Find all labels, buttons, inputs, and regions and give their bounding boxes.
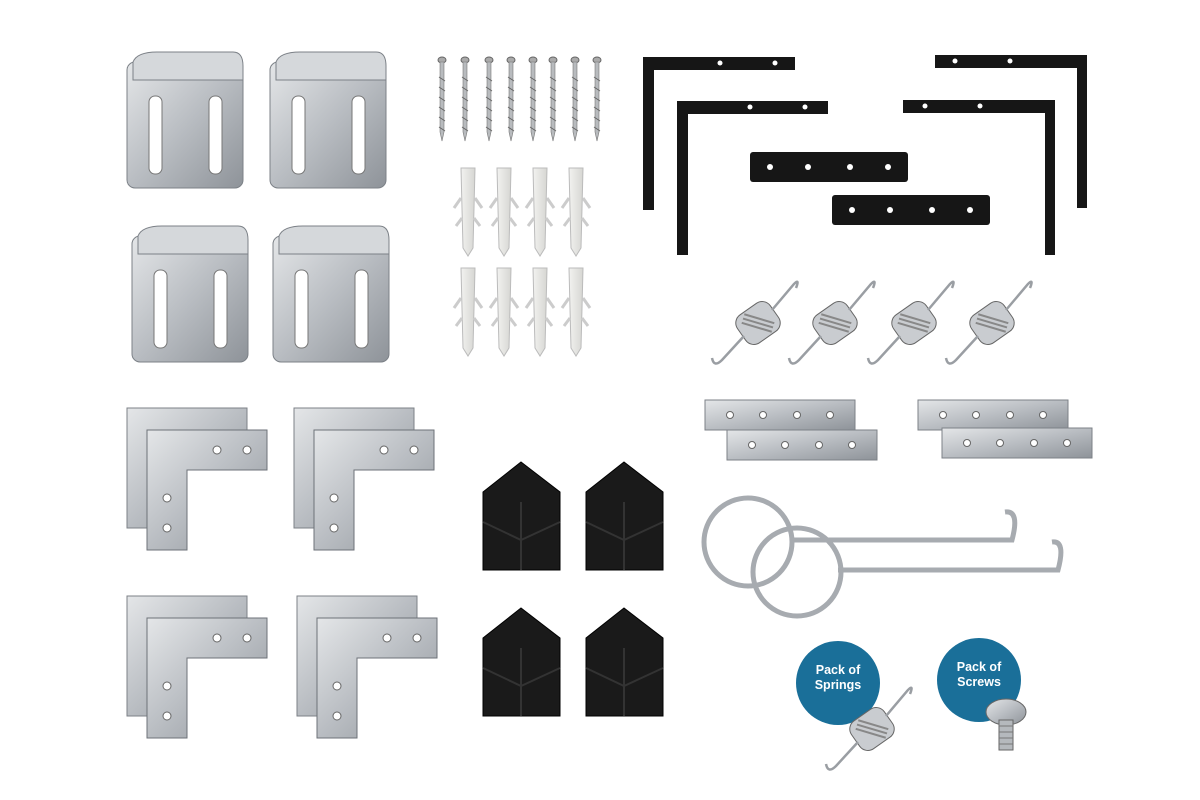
end-cap (482, 461, 561, 571)
badge-line: Pack of (956, 660, 1002, 674)
extension-spring (787, 280, 876, 365)
corner-brackets (126, 407, 438, 739)
wood-screw (528, 56, 538, 142)
wall-plug (524, 266, 556, 358)
wood-screw (437, 56, 447, 142)
slotted-clip-bracket (272, 225, 390, 363)
slotted-clip-bracket (126, 51, 244, 189)
end-cap (585, 461, 664, 571)
end-cap (482, 607, 561, 717)
slotted-clip-brackets (126, 51, 390, 363)
silver-flat-plate (917, 399, 1069, 431)
extension-springs (710, 280, 1033, 365)
black-angle-brackets (643, 55, 1087, 255)
extension-spring (866, 280, 955, 365)
wood-screw (592, 56, 602, 142)
badge-line: Screws (957, 675, 1001, 689)
wood-screws (437, 56, 602, 142)
badge-line: Pack of (815, 663, 861, 677)
pack-of-springs-badge: Pack of Springs (796, 641, 880, 725)
silver-flat-plate (726, 429, 878, 461)
wood-screw (548, 56, 558, 142)
silver-flat-plate (941, 427, 1093, 459)
wall-plug (524, 166, 556, 258)
wall-plug (452, 266, 484, 358)
wall-plug (488, 266, 520, 358)
wood-screw (484, 56, 494, 142)
slotted-clip-bracket (131, 225, 249, 363)
slotted-clip-bracket (269, 51, 387, 189)
extension-spring (944, 280, 1033, 365)
wall-plug (560, 166, 592, 258)
corner-bracket (293, 407, 435, 551)
silver-flat-plates (704, 399, 1093, 461)
wall-plug (560, 266, 592, 358)
pack-of-screws-badge: Pack of Screws (937, 638, 1021, 722)
wood-screw (506, 56, 516, 142)
black-flat-plates (750, 152, 990, 225)
wall-plug (488, 166, 520, 258)
wall-plugs (452, 166, 592, 358)
wood-screw (570, 56, 580, 142)
black-end-caps (482, 461, 664, 717)
corner-bracket (126, 595, 268, 739)
corner-bracket (296, 595, 438, 739)
extension-spring (710, 280, 799, 365)
wall-plug (452, 166, 484, 258)
wood-screw (460, 56, 470, 142)
ring-pull-hooks (701, 495, 1064, 619)
badge-line: Springs (814, 678, 862, 692)
corner-bracket (126, 407, 268, 551)
silver-flat-plate (704, 399, 856, 431)
end-cap (585, 607, 664, 717)
